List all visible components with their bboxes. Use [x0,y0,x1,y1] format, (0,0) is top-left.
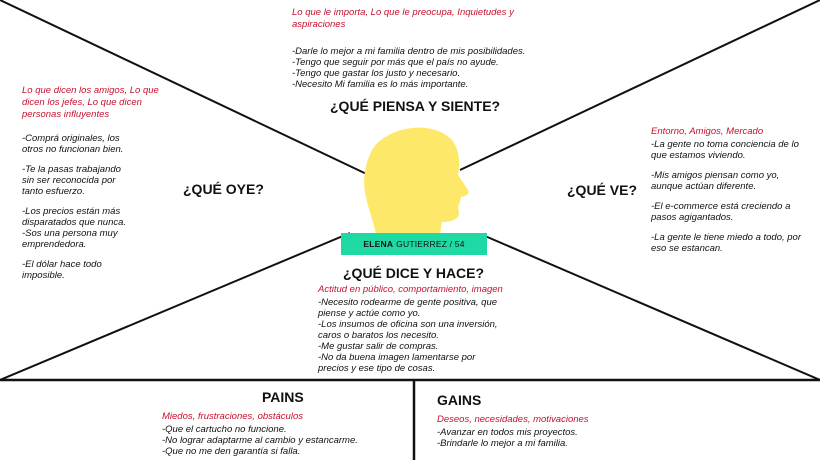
persona-last-name-age: GUTIERREZ / 54 [396,239,465,249]
diagonal-top-left [0,0,376,179]
list-item: -Que el cartucho no funcione. [162,424,287,435]
list-item: -La gente le tiene miedo a todo, por eso… [651,232,801,254]
list-item: -Brindarle lo mejor a mi familia. [437,438,568,449]
list-item: -La gente no toma conciencia de lo que e… [651,139,799,161]
pains-label: Miedos, frustraciones, obstáculos [162,411,303,422]
list-item: -Necesito Mi familia es lo más important… [292,79,469,90]
list-item: -Mis amigos piensan como yo, aunque actú… [651,170,780,192]
bottom-section-label: Actitud en público, comportamiento, imag… [318,284,503,295]
persona-name-badge: ELENA GUTIERREZ / 54 [341,233,487,255]
right-section-label: Entorno, Amigos, Mercado [651,126,764,137]
list-item: -El dólar hace todo imposible. [22,259,102,281]
persona-first-name: ELENA [363,239,394,249]
list-item: -No da buena imagen lamentarse por preci… [318,352,476,374]
pains-heading: PAINS [262,389,304,405]
head-silhouette [364,127,469,234]
list-item: -Que no me den garantía si falla. [162,446,301,457]
list-item: -Los insumos de oficina son una inversió… [318,319,498,341]
list-item: -Sos una persona muy emprendedora. [22,228,118,250]
list-item: -Tengo que gastar los justo y necesario. [292,68,461,79]
list-item: -Me gustar salir de compras. [318,341,439,352]
left-section-list: -Comprá originales, los otros no funcion… [22,133,134,281]
gains-list: -Avanzar en todos mis proyectos. -Brinda… [437,427,677,449]
diagonal-top-right [459,0,820,171]
gains-label: Deseos, necesidades, motivaciones [437,414,589,425]
list-item: -Avanzar en todos mis proyectos. [437,427,578,438]
thinks-feels-heading: ¿QUÉ PIENSA Y SIENTE? [330,98,501,114]
list-item: -Tengo que seguir por más que el país no… [292,57,499,68]
list-item: -El e-commerce está creciendo a pasos ag… [651,201,791,223]
right-section-list: -La gente no toma conciencia de lo que e… [651,139,811,254]
list-item: -No lograr adaptarme al cambio y estanca… [162,435,358,446]
pains-list: -Que el cartucho no funcione. -No lograr… [162,424,402,457]
list-item: -Darle lo mejor a mi familia dentro de m… [292,46,526,57]
list-item: -Comprá originales, los otros no funcion… [22,133,124,155]
top-section-label: Lo que le importa, Lo que le preocupa, I… [292,7,514,30]
list-item: -Los precios están más disparatados que … [22,206,127,228]
bottom-section-list: -Necesito rodearme de gente positiva, qu… [318,297,508,374]
hears-heading: ¿QUÉ OYE? [183,181,264,197]
diagonal-bottom-right [484,235,820,381]
list-item: -Te la pasas trabajando sin ser reconoci… [22,164,121,197]
gains-heading: GAINS [437,392,482,408]
list-item: -Necesito rodearme de gente positiva, qu… [318,297,498,319]
diagonal-bottom-left [0,232,351,381]
says-does-heading: ¿QUÉ DICE Y HACE? [343,265,485,281]
left-section-label: Lo que dicen los amigos, Lo que dicen lo… [22,85,159,120]
sees-heading: ¿QUÉ VE? [567,182,638,198]
top-section-list: -Darle lo mejor a mi familia dentro de m… [292,46,552,90]
